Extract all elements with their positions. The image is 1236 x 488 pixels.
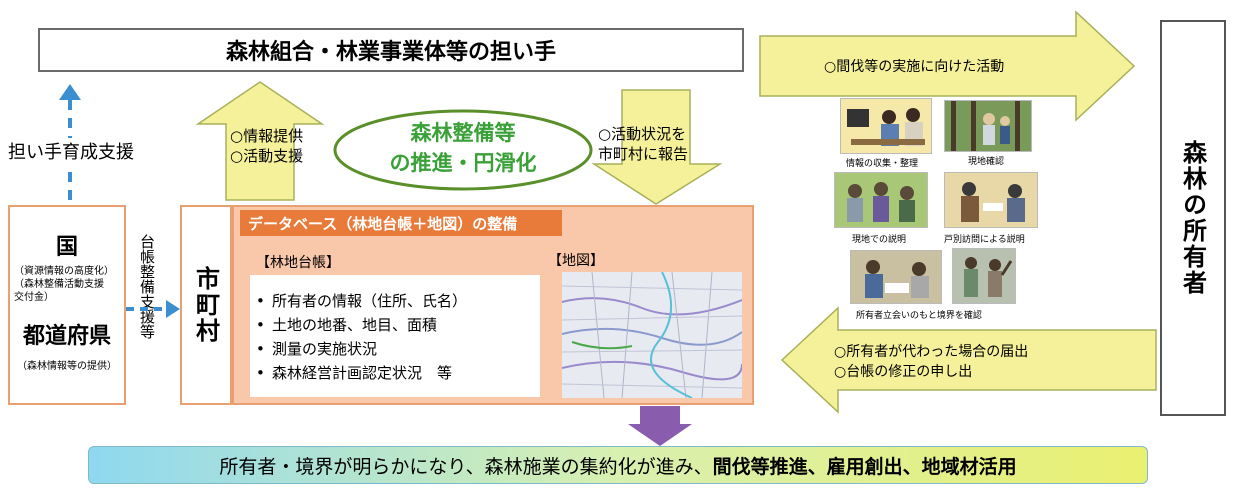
national-note-1: （資源情報の高度化） [14, 266, 114, 277]
photo-site-check [944, 100, 1032, 152]
dashed-right-arrow [126, 300, 180, 318]
photo-boundary-check-1 [850, 250, 942, 304]
caption-door-to-door: 戸別訪問による説明 [944, 235, 1025, 245]
map-check-icon [865, 260, 929, 298]
caption-onsite-explanation: 現地での説明 [852, 235, 907, 245]
photo-onsite-explanation [834, 172, 928, 228]
caption-info-collection: 情報の収集・整理 [846, 159, 919, 169]
activity-arrow-label: ○間伐等の実施に向けた活動 [824, 59, 1005, 75]
owner-box-label: 森林の所有者 [1178, 140, 1207, 296]
report-text: ○活動状況を 市町村に報告 [598, 124, 688, 164]
result-bar: 所有者・境界が明らかになり、森林施業の集約化が進み、間伐等推進、雇用創出、地域材… [88, 446, 1148, 484]
ledger-items: 所有者の情報（住所、氏名） 土地の地番、地目、面積 測量の実施状況 森林経営計画… [250, 289, 540, 385]
info-support-line1: ○情報提供 [230, 127, 304, 145]
national-note-2: （森林整備活動支援 [14, 279, 104, 290]
report-down-arrow [591, 89, 723, 205]
bearer-box-label: 森林組合・林業事業体等の担い手 [225, 40, 556, 65]
ledger-item: 測量の実施状況 [250, 337, 540, 361]
photo-info-collection [840, 98, 932, 154]
report-line1: ○活動状況を [598, 125, 687, 143]
bearer-box: 森林組合・林業事業体等の担い手 [38, 28, 744, 72]
info-support-up-arrow [195, 81, 325, 201]
forest-people-icon [951, 101, 1020, 151]
parcel-map-icon [562, 272, 742, 398]
ledger-support-label: 台帳整備支援等 [138, 234, 156, 339]
result-down-arrow [628, 406, 692, 446]
notification-arrow-text: ○所有者が代わった場合の届出 ○台帳の修正の申し出 [834, 342, 1028, 382]
promotion-line2: の推進・円滑化 [389, 151, 537, 175]
municipality-box: 市町村 [180, 205, 232, 405]
info-support-line2: ○活動支援 [230, 147, 304, 165]
dashed-up-arrow [59, 84, 81, 204]
result-text: 所有者・境界が明らかになり、森林施業の集約化が進み、 [219, 455, 713, 478]
map-image [562, 272, 742, 398]
photo-boundary-check-2 [952, 248, 1016, 304]
owner-box: 森林の所有者 [1160, 20, 1226, 416]
report-line2: 市町村に報告 [598, 145, 689, 163]
national-prefecture-box: 国 （資源情報の高度化） （森林整備活動支援 交付金） 都道府県 （森林情報等の… [8, 205, 126, 405]
national-note-3: 交付金） [14, 292, 54, 303]
group-talk-icon [847, 182, 915, 222]
ledger-item: 所有者の情報（住所、氏名） [250, 289, 540, 313]
ledger-item: 森林経営計画認定状況 等 [250, 361, 540, 385]
promotion-oval [333, 109, 593, 191]
prefecture-title: 都道府県 [22, 324, 111, 349]
info-support-text: ○情報提供 ○活動支援 [230, 126, 303, 166]
activity-right-arrow [759, 10, 1136, 122]
caption-boundary-check: 所有者立会いのもと境界を確認 [856, 311, 982, 321]
caption-site-check: 現地確認 [968, 157, 1005, 167]
photo-door-to-door [944, 172, 1038, 228]
visit-icon [961, 182, 1025, 222]
people-desk-icon [847, 108, 925, 146]
prefecture-note: （森林情報等の提供） [17, 361, 117, 372]
national-title: 国 [55, 235, 78, 260]
notification-line1: ○所有者が代わった場合の届出 [834, 344, 1029, 360]
map-title: 【地図】 [548, 253, 604, 269]
municipality-label: 市町村 [191, 266, 220, 344]
promotion-line1: 森林整備等 [410, 121, 516, 145]
ledger-list-panel: 所有者の情報（住所、氏名） 土地の地番、地目、面積 測量の実施状況 森林経営計画… [250, 275, 540, 397]
promotion-oval-text: 森林整備等 の推進・円滑化 [332, 118, 594, 178]
pointing-people-icon [964, 257, 1013, 297]
result-text-bold: 間伐等推進、雇用創出、地域材活用 [712, 455, 1017, 478]
bearer-support-label: 担い手育成支援 [8, 138, 134, 164]
ledger-item: 土地の地番、地目、面積 [250, 313, 540, 337]
database-header: データベース（林地台帳＋地図）の整備 [240, 210, 562, 236]
notification-line2: ○台帳の修正の申し出 [834, 364, 973, 380]
ledger-title: 【林地台帳】 [256, 255, 340, 271]
notification-left-arrow [780, 306, 1157, 414]
